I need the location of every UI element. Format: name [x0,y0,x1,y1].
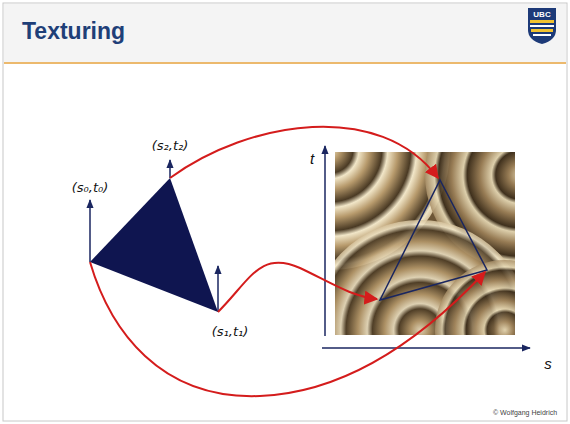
logo-stripe [530,20,554,23]
vertex-label: (s₀,t₀) [72,180,109,195]
mapping-curve [218,263,377,312]
vertex-label: (s₂,t₂) [152,138,189,153]
mapping-curve [170,127,438,178]
slide-title: Texturing [22,18,125,45]
logo-text: UBC [533,10,550,19]
ubc-logo [528,8,556,44]
texture-rings [435,260,515,335]
axis-label: s [544,355,552,372]
texture-image [335,152,515,335]
vertex-arrow [89,200,91,262]
vertex-label: (s₁,t₁) [212,324,249,339]
logo-shield [528,8,556,44]
logo-stripe [531,29,553,32]
axis-label: t [310,150,314,167]
texture-triangle [380,180,487,300]
triangle [90,178,218,312]
s-axis [322,347,530,349]
vertex-arrow [217,266,219,312]
logo-stripe [530,25,554,27]
vertex-arrow [169,160,171,178]
title-band [4,4,566,62]
mapping-curve [90,262,485,396]
t-axis [324,146,326,336]
logo-stripe [533,34,551,36]
title-rule [4,62,566,64]
copyright: © Wolfgang Heidrich [493,409,557,416]
